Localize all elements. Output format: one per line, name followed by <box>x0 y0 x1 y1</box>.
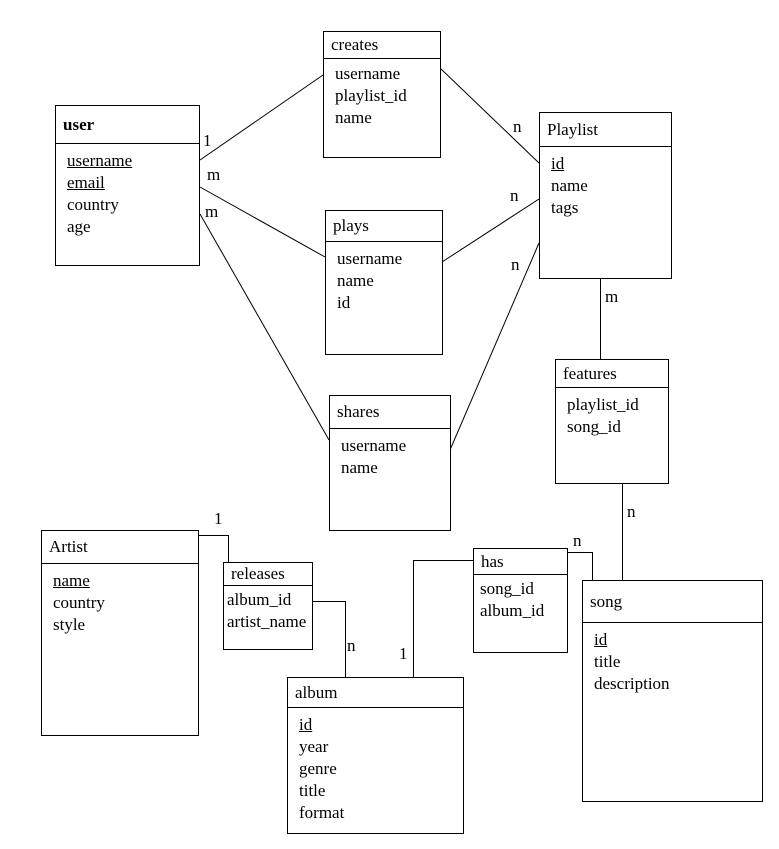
attribute-title: title <box>594 652 621 671</box>
line-has-song <box>567 552 593 580</box>
cardinality-user-plays: m <box>207 165 221 184</box>
song-entity-title: song <box>583 581 762 623</box>
line-artist-releases <box>198 535 229 562</box>
line-plays-playlist <box>441 198 540 263</box>
attribute-name: name <box>53 571 90 590</box>
attribute-song-id: song_id <box>567 417 621 436</box>
attribute-username: username <box>337 249 403 268</box>
attribute-playlist-id: playlist_id <box>335 86 407 105</box>
attribute-title: title <box>299 781 326 800</box>
attribute-song-id: song_id <box>480 579 534 598</box>
releases-relation: releases album_id artist_name <box>223 562 313 650</box>
album-entity: album id year genre title format <box>287 677 464 834</box>
attribute-id: id <box>299 715 313 734</box>
cardinality-user-shares: m <box>205 202 219 221</box>
playlist-entity-attributes: id name tags <box>540 147 671 219</box>
features-relation: features playlist_id song_id <box>555 359 669 484</box>
album-entity-title: album <box>288 678 463 708</box>
features-relation-attributes: playlist_id song_id <box>556 388 668 438</box>
artist-entity: Artist name country style <box>41 530 199 736</box>
attribute-name: name <box>337 271 374 290</box>
user-entity: user username email country age <box>55 105 200 266</box>
line-shares-playlist <box>449 242 540 451</box>
attribute-id: id <box>594 630 608 649</box>
attribute-username: username <box>335 64 401 83</box>
artist-entity-title: Artist <box>42 531 198 564</box>
attribute-username: username <box>341 436 407 455</box>
releases-relation-title: releases <box>224 563 312 586</box>
releases-relation-attributes: album_id artist_name <box>224 586 312 633</box>
attribute-tags: tags <box>551 198 579 217</box>
cardinality-playlist-features: m <box>605 287 619 306</box>
song-entity: song id title description <box>582 580 763 802</box>
artist-entity-attributes: name country style <box>42 564 198 636</box>
attribute-name: name <box>335 108 372 127</box>
cardinality-creates-playlist: n <box>513 117 522 136</box>
cardinality-shares-playlist: n <box>511 255 520 274</box>
plays-relation-attributes: username name id <box>326 242 442 314</box>
attribute-album-id: album_id <box>227 590 292 609</box>
line-user-creates <box>199 74 324 161</box>
line-releases-album <box>312 601 346 677</box>
creates-relation-title: creates <box>324 32 440 59</box>
attribute-id: id <box>337 293 351 312</box>
plays-relation-title: plays <box>326 211 442 242</box>
song-entity-attributes: id title description <box>583 623 762 695</box>
shares-relation: shares username name <box>329 395 451 531</box>
creates-relation: creates username playlist_id name <box>323 31 441 158</box>
creates-relation-attributes: username playlist_id name <box>324 59 440 129</box>
shares-relation-attributes: username name <box>330 429 450 479</box>
line-user-shares <box>199 213 330 441</box>
cardinality-album-has: 1 <box>399 644 408 663</box>
line-has-album <box>413 560 473 677</box>
cardinality-plays-playlist: n <box>510 186 519 205</box>
playlist-entity-title: Playlist <box>540 113 671 147</box>
attribute-id: id <box>551 154 565 173</box>
plays-relation: plays username name id <box>325 210 443 355</box>
user-entity-title: user <box>56 106 199 144</box>
attribute-artist-name: artist_name <box>227 612 307 631</box>
line-creates-playlist <box>439 67 540 164</box>
attribute-username: username <box>67 151 133 170</box>
attribute-genre: genre <box>299 759 337 778</box>
playlist-entity: Playlist id name tags <box>539 112 672 279</box>
attribute-album-id: album_id <box>480 601 545 620</box>
cardinality-features-song: n <box>627 502 636 521</box>
attribute-country: country <box>53 593 105 612</box>
attribute-country: country <box>67 195 119 214</box>
attribute-style: style <box>53 615 86 634</box>
has-relation: has song_id album_id <box>473 548 568 653</box>
attribute-year: year <box>299 737 329 756</box>
features-relation-title: features <box>556 360 668 388</box>
attribute-format: format <box>299 803 345 822</box>
attribute-playlist-id: playlist_id <box>567 395 639 414</box>
cardinality-has-song: n <box>573 531 582 550</box>
attribute-name: name <box>341 458 378 477</box>
user-entity-attributes: username email country age <box>56 144 199 238</box>
shares-relation-title: shares <box>330 396 450 429</box>
line-user-plays <box>199 186 326 258</box>
has-relation-attributes: song_id album_id <box>474 575 567 622</box>
album-entity-attributes: id year genre title format <box>288 708 463 824</box>
attribute-name: name <box>551 176 588 195</box>
has-relation-title: has <box>474 549 567 575</box>
attribute-age: age <box>67 217 91 236</box>
cardinality-artist-releases: 1 <box>214 509 223 528</box>
attribute-description: description <box>594 674 670 693</box>
attribute-email: email <box>67 173 105 192</box>
cardinality-user-creates: 1 <box>203 131 212 150</box>
cardinality-releases-album: n <box>347 636 356 655</box>
